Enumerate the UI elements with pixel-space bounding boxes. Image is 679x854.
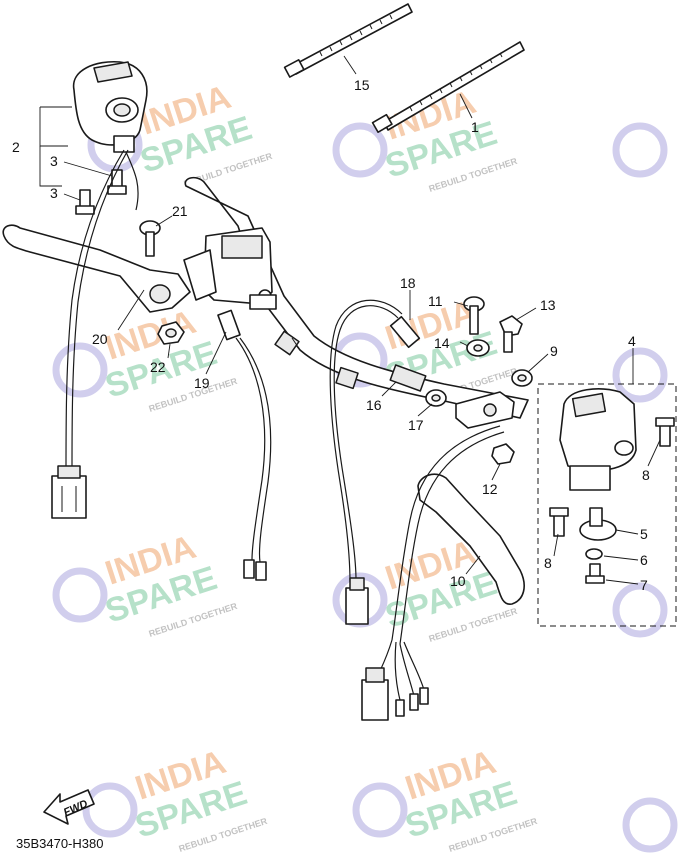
watermark-logo: INDIA SPARE REBUILD TOGETHER	[82, 743, 269, 854]
callout-6: 6	[640, 552, 648, 568]
screw-7	[585, 563, 605, 584]
left-handlebar-switch	[72, 60, 148, 211]
callout-13: 13	[540, 297, 556, 313]
callout-14: 14	[434, 335, 450, 351]
watermark-logo: INDIA SPARE REBUILD TOGETHER	[52, 303, 239, 414]
watermark-logo: INDIA SPARE REBUILD TOGETHER	[52, 528, 239, 639]
diagram-code: 35B3470-H380	[16, 836, 103, 851]
washer-6	[585, 548, 603, 560]
cable-tie-15	[283, 3, 413, 78]
screw-8-bottom	[549, 507, 569, 537]
callout-8: 8	[642, 467, 650, 483]
clutch-lever-holder	[183, 227, 277, 310]
callout-17: 17	[408, 417, 424, 433]
washer-9	[511, 369, 533, 387]
callout-20: 20	[92, 331, 108, 347]
nut-22	[157, 321, 185, 345]
locknut-17	[425, 389, 447, 407]
left-switch-wiring	[51, 149, 129, 519]
washer-14	[466, 339, 490, 357]
leader-lines	[39, 55, 661, 585]
nut-12	[491, 443, 515, 465]
callout-5: 5	[640, 526, 648, 542]
callout-9: 9	[550, 343, 558, 359]
callout-15: 15	[354, 77, 370, 93]
callout-4: 4	[628, 333, 636, 349]
switch-knob-5	[579, 507, 617, 541]
callout-21: 21	[172, 203, 188, 219]
bolt-21	[139, 220, 161, 257]
adjuster-16	[389, 364, 427, 392]
brake-lever-holder	[455, 391, 515, 429]
front-brake-switch-18	[329, 299, 421, 625]
callout-18: 18	[400, 275, 416, 291]
bolt-11	[463, 296, 485, 335]
callout-12: 12	[482, 481, 498, 497]
callout-3: 3	[50, 153, 58, 169]
cable-tie-1	[371, 41, 525, 133]
watermark-logo-partial	[612, 122, 678, 853]
right-switch-wiring	[361, 425, 505, 721]
callout-10: 10	[450, 573, 466, 589]
watermark-logo: INDIA SPARE REBUILD TOGETHER	[352, 743, 539, 854]
brake-lever-10	[417, 473, 525, 605]
screw-8-right	[655, 417, 675, 447]
callout-22: 22	[150, 359, 166, 375]
callout-8: 8	[544, 555, 552, 571]
callout-7: 7	[640, 577, 648, 593]
clutch-switch-19	[217, 309, 272, 581]
callout-16: 16	[366, 397, 382, 413]
callout-2: 2	[12, 139, 20, 155]
screw-3-lower	[75, 189, 95, 215]
bolt-13	[499, 315, 523, 353]
callout-3: 3	[50, 185, 58, 201]
callout-11: 11	[428, 293, 443, 309]
callout-1: 1	[471, 119, 479, 135]
clutch-lever-20	[2, 224, 191, 313]
callout-19: 19	[194, 375, 210, 391]
right-handlebar-switch	[559, 388, 637, 491]
callouts: 1 2 3 3 4 5 6 7 8 8 9 10 11 12 13 14 15 …	[12, 77, 650, 593]
